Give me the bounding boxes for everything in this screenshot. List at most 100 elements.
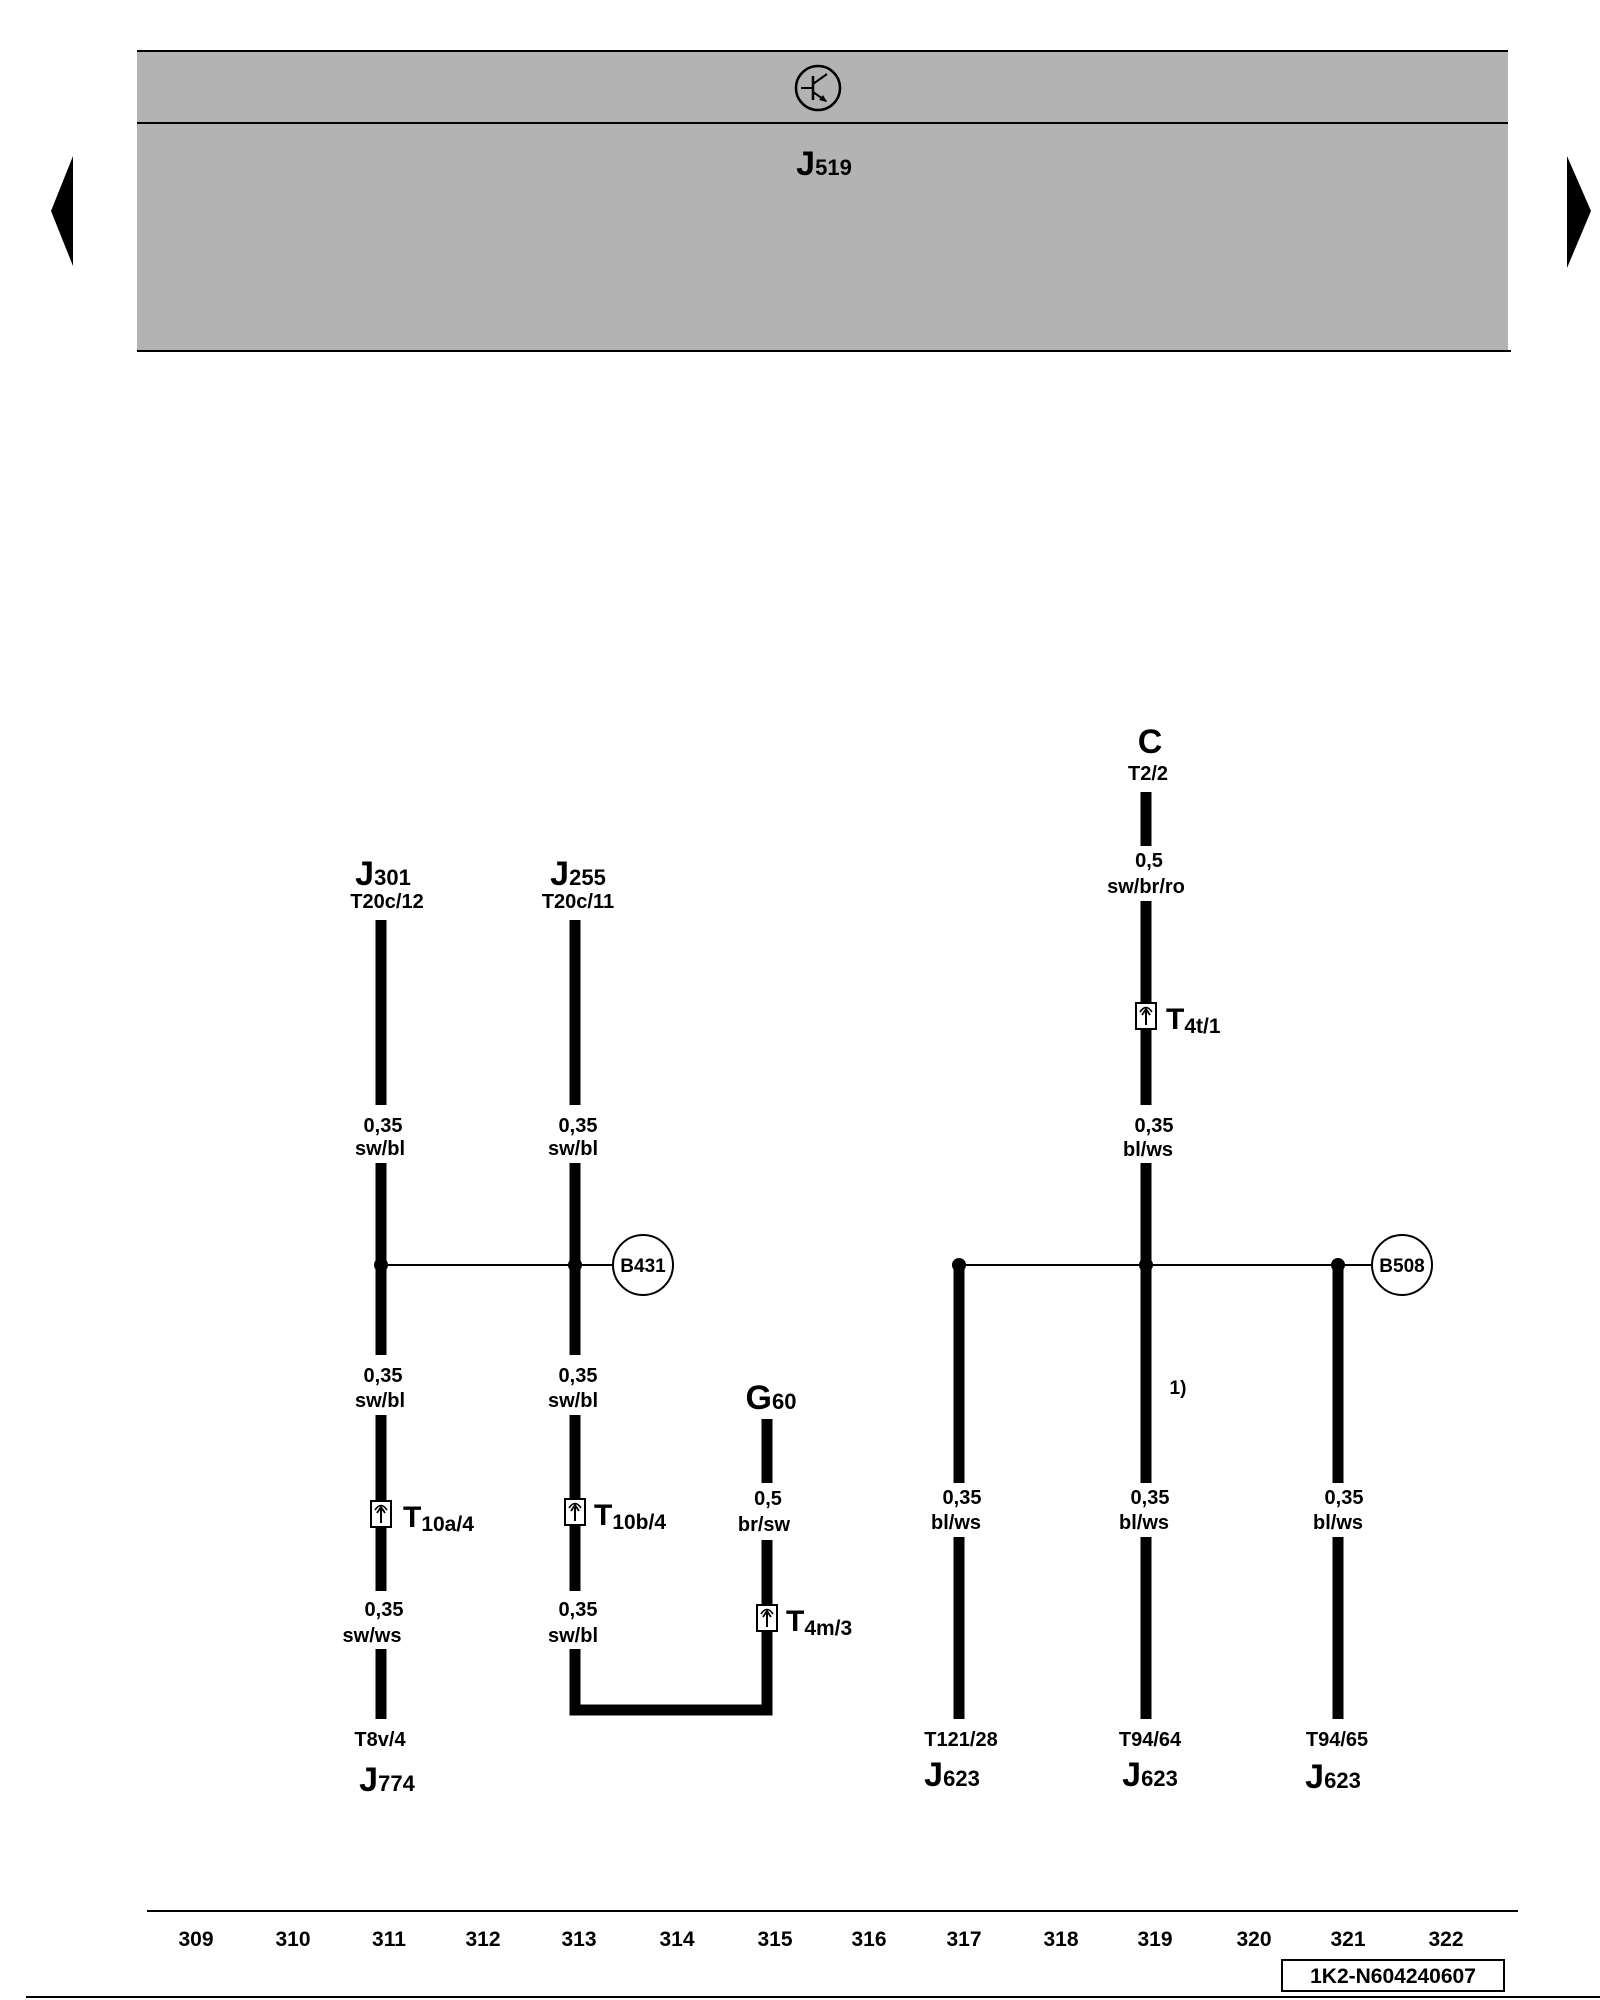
wire-size-label: 0,35: [364, 1365, 403, 1387]
footer: 309 310 311 312 313 314 315 316 317 318 …: [26, 1910, 1600, 1998]
junction-dot: [568, 1258, 582, 1272]
component-letter: J: [1305, 1758, 1324, 1796]
transistor-in-circle-icon: [794, 64, 842, 112]
grid-number: 313: [561, 1928, 596, 1951]
wire-size-label: 0,35: [364, 1115, 403, 1137]
wire-size-label: 0,35: [365, 1599, 404, 1621]
connector-code: 10a/4: [421, 1513, 474, 1536]
junction-dot: [374, 1258, 388, 1272]
component-number: 623: [1141, 1766, 1178, 1791]
grid-number: 311: [372, 1928, 406, 1951]
wire-size-label: 0,35: [1325, 1487, 1364, 1509]
component-j623-t121-label: J623: [924, 1756, 980, 1794]
grid-number: 309: [178, 1928, 213, 1951]
component-letter: G: [746, 1379, 772, 1417]
component-j255-label: J255: [550, 855, 606, 893]
grid-number: 315: [757, 1928, 792, 1951]
component-j301-label: J301: [355, 855, 411, 893]
wire-color-label: sw/br/ro: [1107, 876, 1185, 898]
grid-number: 319: [1137, 1928, 1172, 1951]
grid-number: 322: [1428, 1928, 1463, 1951]
wire-size-label: 0,5: [1135, 850, 1163, 872]
connector-code: 10b/4: [612, 1511, 666, 1534]
connector-label: T4m/3: [786, 1605, 852, 1640]
junction-circle: [612, 1234, 674, 1296]
component-number: 623: [943, 1766, 980, 1791]
wire-color-label: sw/ws: [343, 1625, 402, 1647]
component-j623-t94-64-pin: T94/64: [1119, 1729, 1182, 1751]
junction-label: B431: [620, 1256, 666, 1277]
connector-letter: T: [786, 1605, 804, 1638]
grid-number: 318: [1043, 1928, 1078, 1951]
component-number: 301: [374, 865, 411, 890]
junction-b431: B431: [374, 1234, 674, 1296]
grid-number: 317: [946, 1928, 981, 1951]
connector-code: 4t/1: [1184, 1015, 1221, 1038]
wire-size-label: 0,35: [1135, 1115, 1174, 1137]
header: J519: [137, 50, 1511, 352]
connector-label: T10a/4: [403, 1501, 474, 1536]
component-j623-t94-65-pin: T94/65: [1306, 1729, 1368, 1751]
component-letter: J: [355, 855, 374, 893]
header-module-number: 519: [815, 155, 852, 180]
component-number: 623: [1324, 1768, 1361, 1793]
component-j774-label: J774: [359, 1761, 415, 1799]
component-c-pin: T2/2: [1128, 763, 1168, 785]
wire-color-label: sw/bl: [355, 1390, 405, 1412]
grid-number: 316: [851, 1928, 886, 1951]
component-c-label: C: [1138, 723, 1163, 761]
wire-color-label: sw/bl: [355, 1138, 405, 1160]
component-j774-pin: T8v/4: [354, 1729, 406, 1751]
connector-t4m: T4m/3: [756, 1604, 852, 1640]
connector-arrow-icon: [564, 1498, 586, 1526]
junction-dot: [1331, 1258, 1345, 1272]
header-module-label: J519: [796, 145, 852, 183]
document-id: 1K2-N604240607: [1310, 1965, 1476, 1988]
connector-arrow-icon: [756, 1604, 778, 1632]
grid-number: 321: [1330, 1928, 1365, 1951]
wire-color-label: bl/ws: [1119, 1512, 1169, 1534]
triangle-right-icon[interactable]: [1567, 156, 1591, 268]
wire-size-label: 0,35: [559, 1599, 598, 1621]
wire-size-label: 0,35: [559, 1365, 598, 1387]
component-letter: J: [550, 855, 569, 893]
component-g60-label: G60: [746, 1379, 797, 1417]
grid-number: 314: [659, 1928, 694, 1951]
triangle-left-icon[interactable]: [51, 156, 73, 266]
junction-b508: B508: [952, 1234, 1433, 1296]
wire-size-label: 0,5: [754, 1488, 782, 1510]
connector-code: 4m/3: [804, 1617, 852, 1640]
component-number: 774: [378, 1771, 415, 1796]
connector-letter: T: [594, 1499, 612, 1532]
wire-size-label: 0,35: [943, 1487, 982, 1509]
connector-letter: T: [403, 1501, 421, 1534]
connector-arrow-icon: [370, 1500, 392, 1528]
component-number: 255: [569, 865, 606, 890]
connector-label: T4t/1: [1166, 1003, 1221, 1038]
wire-color-label: sw/bl: [548, 1138, 598, 1160]
connector-t10b: T10b/4: [564, 1498, 666, 1534]
wire-color-label: bl/ws: [931, 1512, 981, 1534]
component-j255-pin: T20c/11: [542, 891, 614, 913]
grid-number: 310: [275, 1928, 310, 1951]
wire-size-label: 0,35: [559, 1115, 598, 1137]
wire-color-label: bl/ws: [1313, 1512, 1363, 1534]
wires: [375, 792, 1344, 1719]
wire-segment: [569, 1540, 773, 1716]
connector-label: T10b/4: [594, 1499, 666, 1534]
connector-t10a: T10a/4: [370, 1500, 474, 1536]
component-number: 60: [772, 1389, 796, 1414]
component-letter: J: [924, 1756, 943, 1794]
header-panel: [137, 51, 1508, 351]
junction-circle: [1371, 1234, 1433, 1296]
wire-color-label: sw/bl: [548, 1390, 598, 1412]
footnote-marker: 1): [1170, 1378, 1187, 1399]
connector-letter: T: [1166, 1003, 1184, 1036]
header-module-letter: J: [796, 145, 815, 183]
component-j623-t94-65-label: J623: [1305, 1758, 1361, 1796]
wire-size-label: 0,35: [1131, 1487, 1170, 1509]
connector-arrow-icon: [1135, 1002, 1157, 1030]
wire-color-label: bl/ws: [1123, 1139, 1173, 1161]
grid-number: 312: [465, 1928, 500, 1951]
